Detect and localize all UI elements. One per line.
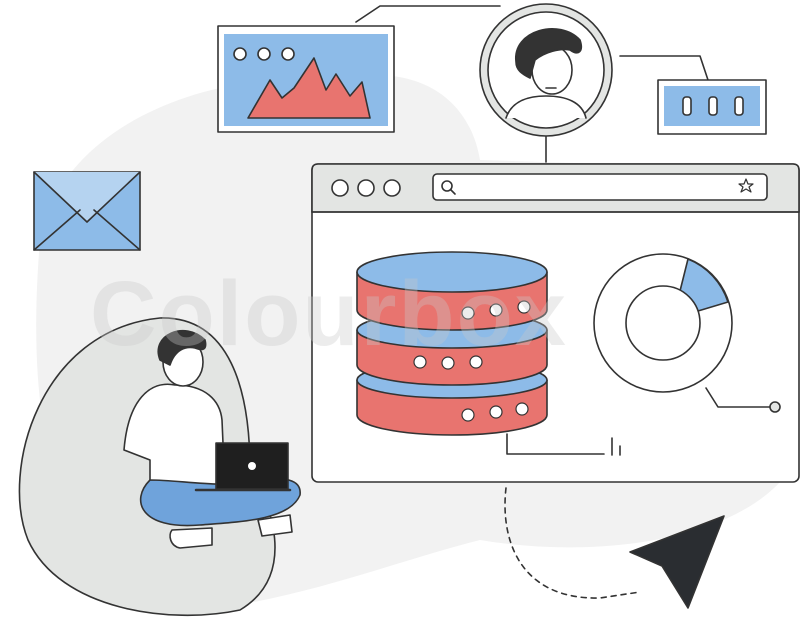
cursor-arrow-icon [629,515,725,609]
dashed-path [504,487,641,599]
chart-card [217,25,395,133]
area-chart [247,57,371,119]
connector-lines [355,5,709,163]
window-dot [383,179,401,197]
donut-chart [593,253,781,413]
window-dot [357,179,375,197]
star-icon [738,178,754,193]
envelope-icon [33,171,141,251]
person-on-beanbag [18,317,301,617]
password-card [657,79,767,135]
search-bar [432,173,768,201]
window-dot [331,179,349,197]
window-dot [257,47,271,61]
window-dot [281,47,295,61]
database-icon [356,251,621,456]
window-dot [233,47,247,61]
user-avatar [479,3,613,137]
search-icon [441,180,456,195]
